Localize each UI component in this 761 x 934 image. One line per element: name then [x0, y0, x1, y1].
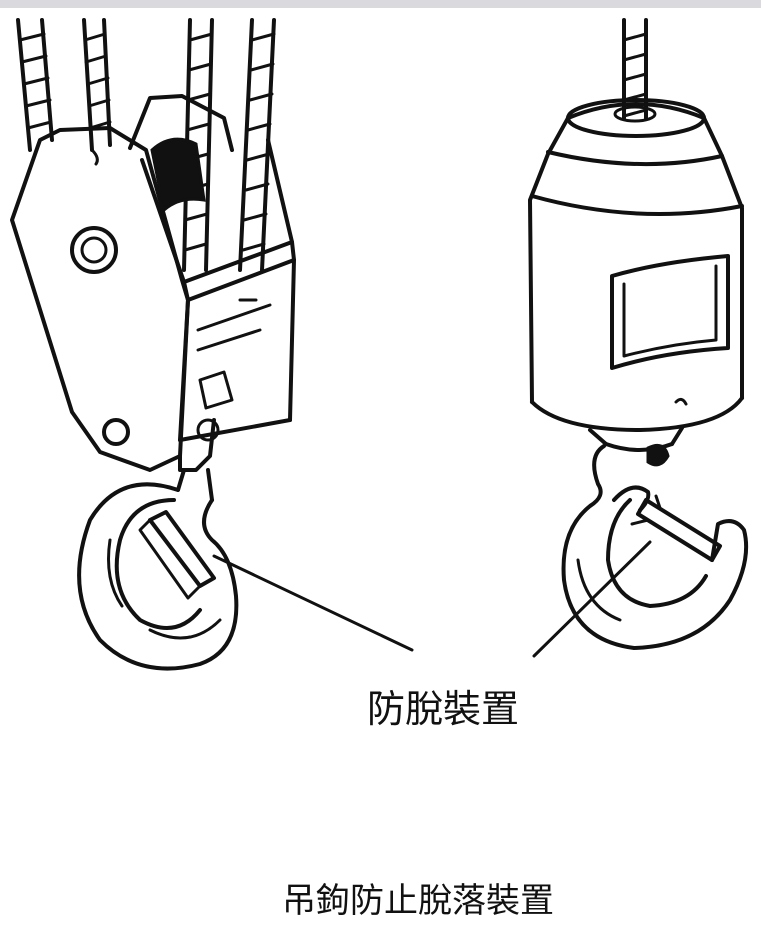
right-safety-latch [630, 494, 722, 562]
left-hook-assembly [10, 18, 296, 671]
left-ropes [16, 18, 276, 272]
right-hook-assembly [528, 18, 749, 650]
left-side-plate [10, 126, 190, 472]
left-safety-latch [138, 510, 216, 600]
top-band [0, 0, 761, 8]
right-leader-line [532, 540, 652, 658]
right-block-body [528, 98, 744, 432]
left-leader-line [212, 554, 414, 652]
left-hook-shank [176, 418, 220, 502]
left-sheave-housing [128, 94, 296, 442]
callout-label: 防脫裝置 [367, 687, 519, 731]
callout-leaders [212, 540, 652, 658]
right-hook-neck [588, 426, 684, 467]
diagram-caption: 吊鉤防止脫落裝置 [282, 881, 554, 921]
left-hook [77, 482, 239, 671]
